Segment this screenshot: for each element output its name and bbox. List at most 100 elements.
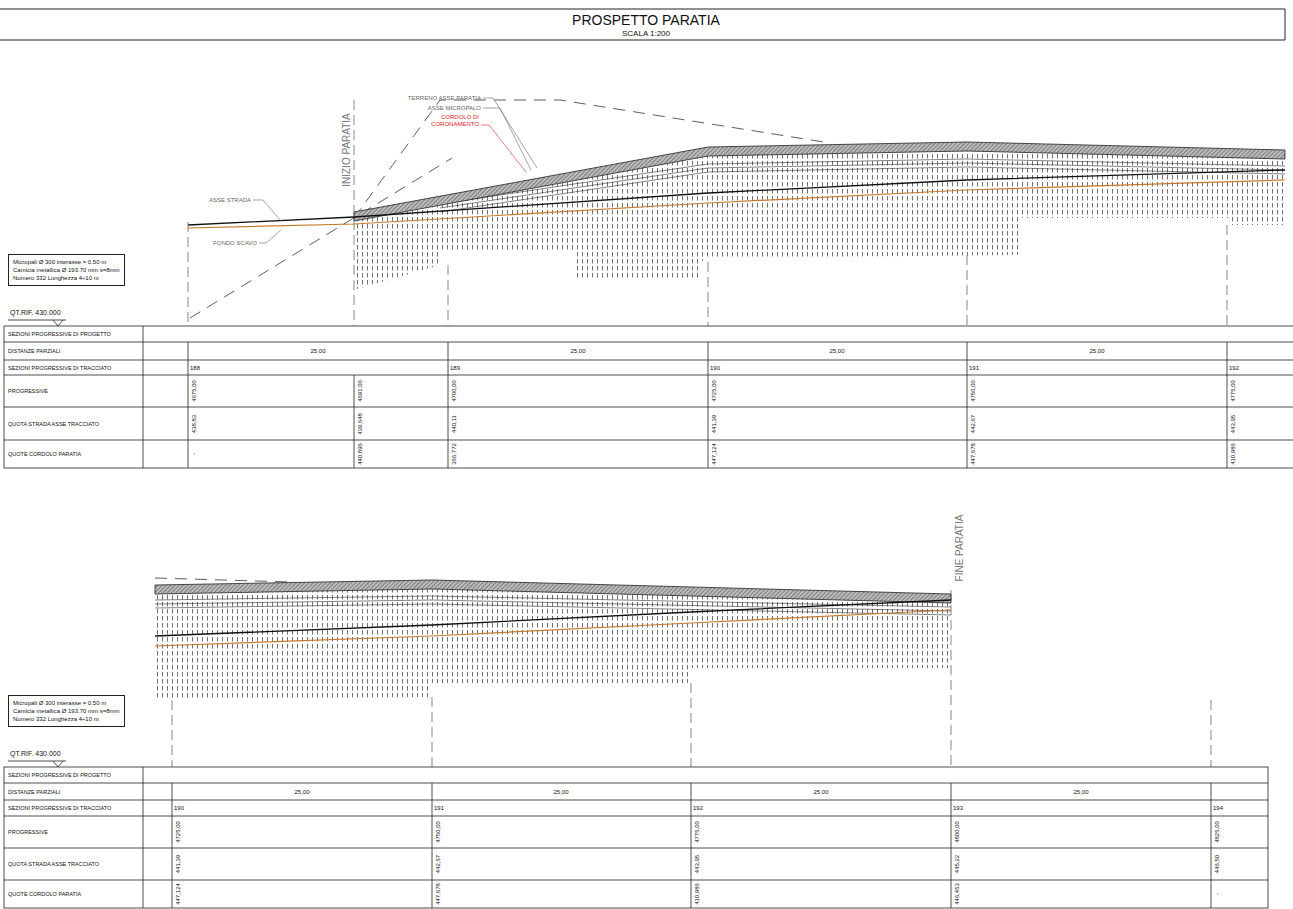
annotation-label: TERRENO ASSE PARATIA [408,95,481,102]
annotation-label: 25,00 [310,348,325,355]
annotation-label: 446,50 [1214,855,1221,873]
annotation-label: 190 [174,805,184,812]
annotation-label: FINE PARATIA [954,515,965,582]
drawing-part [1227,225,1228,326]
annotation-label: 446,453 [954,883,961,905]
annotation-label: 410,986 [694,883,701,905]
annotation-label: 193 [953,805,963,812]
annotation-label: 25,00 [294,788,309,795]
drawing-part [354,100,355,326]
annotation-label: 4775,00 [1230,380,1237,402]
note-box: Micropali Ø 300 interasse = 0.50 m Camic… [8,695,125,727]
road-axis [188,170,1285,225]
drawing-part [4,767,1268,908]
capping-beam [354,142,1285,221]
drawing-part [354,375,355,468]
drawing-part [4,407,1293,408]
annotation-label: 442,67 [970,414,977,432]
annotation-label: 447,124 [711,443,718,465]
drawing-part [1211,783,1212,908]
drawing-part [708,342,709,468]
drawing-part [708,262,709,326]
annotation-label: PROGRESSIVE [8,388,48,394]
annotation-label: 4750,00 [435,821,442,843]
drawing-part [967,342,968,468]
annotation-label: 25,00 [570,348,585,355]
annotation-label: 192 [1229,364,1239,371]
annotation-label: 441,39 [175,855,182,873]
drawing-part [188,342,189,468]
annotation-label: 4825,00 [1214,821,1221,843]
drawing-part [143,767,144,908]
annotation-label: FONDO SCAVO [213,240,257,247]
drawing-part [448,265,449,326]
annotation-label: INIZIO PARATIA [341,113,352,187]
annotation-label: 190 [710,364,720,371]
annotation-label: 4700,00 [451,380,458,402]
annotation-label: - [1214,893,1221,895]
annotation-label: QUOTE CORDOLO PARATIA [8,451,81,457]
annotation-label: 443,95 [1230,414,1237,432]
capping-beam [155,580,951,603]
annotation-label: 191 [969,364,979,371]
annotation-label: ASSE MICROPALO [428,105,481,112]
note-text: Micropali Ø 300 interasse = 0.50 m Camic… [13,258,120,282]
annotation-label: 440,896 [357,443,364,465]
annotation-label: ASSE STRADA [209,197,251,204]
annotation-label: 366,772 [451,443,458,465]
annotation-label: 4691,00 [357,380,364,402]
annotation-label: 25,00 [813,788,828,795]
drawing-part [143,326,144,468]
annotation-label: QUOTA STRADA ASSE TRACCIATO [8,861,99,867]
drawing-part [483,108,531,170]
annotation-label: 438,83 [191,414,198,432]
annotation-label: 25,00 [553,788,568,795]
drawing-part [1285,9,1286,40]
annotation-label: 440,11 [451,415,458,433]
profile-table [4,767,1268,908]
annotation-label: 447,678 [970,443,977,465]
pile-field [155,589,951,700]
drawing-part [483,98,537,168]
annotation-label: SEZIONI PROGRESSIVE DI TRACCIATO [8,364,111,370]
drawing-part [253,200,281,221]
drawing-part [432,783,433,908]
drawing-part [4,880,1268,881]
drawing-part [4,360,1293,361]
drawing-part [4,800,1268,801]
annotation-label: QUOTE CORDOLO PARATIA [8,891,81,897]
annotation-label: 194 [1213,805,1223,812]
drawing-part [951,783,952,908]
annotation-label: 4725,00 [175,821,182,843]
drawing-part [259,230,281,243]
road-axis [155,600,951,636]
annotation-label: 188 [190,364,200,371]
annotation-label: PROGRESSIVE [8,829,48,835]
drawing-part [172,783,173,908]
annotation-label: SEZIONI PROGRESSIVE DI PROGETTO [8,772,111,778]
drawing-part [4,848,1268,849]
drawing-part [4,342,1293,343]
excavation-line [188,180,1285,228]
drawing-part [4,326,1293,468]
title-frame [0,9,1285,40]
annotation-label: QT.RIF. 430.000 [10,750,61,758]
annotation-label: 410,986 [1230,443,1237,465]
note-text: Micropali Ø 300 interasse = 0.50 m Camic… [13,699,120,723]
drawing-part [481,125,526,172]
pile-field [354,151,1285,290]
drawing-part [691,683,692,767]
annotation-label: 4800,00 [954,821,961,843]
drawing-part [4,816,1268,817]
annotation-label: 447,124 [175,883,182,905]
annotation-label: 4675,00 [191,380,198,402]
annotation-label: 447,678 [435,883,442,905]
drawing-part [8,320,66,321]
drawing-part [951,590,952,767]
annotation-label: 25,00 [1089,348,1104,355]
drawing-part [4,375,1293,376]
annotation-label: 192 [693,805,703,812]
annotation-label: CORDOLO DI CORONAMENTO [427,114,479,127]
annotation-label: 445,22 [954,855,961,873]
annotation-label: 439,648 [357,413,364,435]
